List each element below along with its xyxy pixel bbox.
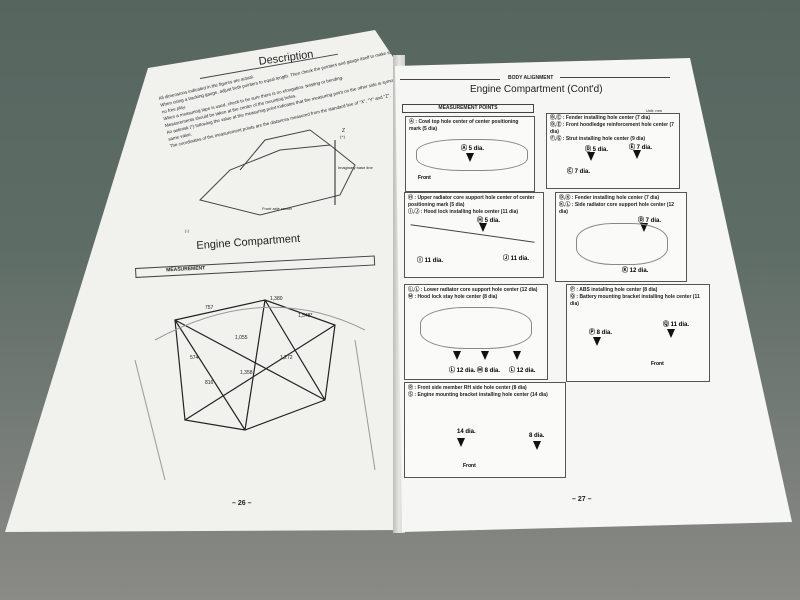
measurement-panel: Ⓛ,Ⓛ : Lower radiator core support hole c… [404, 284, 548, 380]
point-label: Ⓒ 7 dia. [567, 169, 591, 175]
arrow-icon [593, 337, 601, 346]
arrow-icon [667, 329, 675, 338]
car-body-diagram [199, 129, 356, 216]
arrow-icon [513, 351, 521, 360]
axis-label: Z [342, 128, 346, 134]
diagram-label: Front axle center [262, 206, 293, 211]
measurement-panel: Ⓓ,Ⓚ : Fender installing hole center (7 d… [555, 192, 687, 282]
arrow-icon [453, 351, 461, 360]
point-label: Ⓛ 12 dia. [509, 368, 536, 374]
panel-captions: Ⓡ : Front side member RH side hole cente… [405, 383, 565, 401]
point-label: Ⓐ 5 dia. [461, 146, 485, 152]
dimension: 757 [205, 305, 214, 311]
header-rule [560, 77, 670, 78]
measurement-panel: Ⓗ : Upper radiator core support hole cen… [404, 192, 544, 278]
panel-captions: Ⓑ,Ⓒ : Fender installing hole center (7 d… [547, 114, 679, 144]
arrow-icon [633, 150, 641, 159]
dimension: 1,380 [270, 296, 283, 302]
arrow-icon [533, 441, 541, 450]
front-label: Front [418, 175, 431, 181]
front-label: Front [651, 361, 664, 367]
panel-caption: Ⓕ,Ⓖ : Strut installing hole center (9 di… [550, 136, 646, 142]
dimension: 574 [190, 355, 199, 361]
measurement-header: MEASUREMENT [135, 255, 376, 278]
part-sketch [420, 307, 532, 349]
dimension: 816 [205, 380, 214, 386]
diagram-label: Imaginary base line [338, 165, 373, 170]
panel-captions: Ⓟ : ABS installing hole center (8 dia)Ⓠ … [567, 285, 709, 310]
page-title: Engine Compartment (Cont'd) [470, 84, 603, 95]
arrow-icon [479, 223, 487, 232]
panel-captions: Ⓗ : Upper radiator core support hole cen… [405, 193, 543, 218]
unit-label: Unit: mm [646, 108, 662, 113]
measurement-header: MEASUREMENT POINTS [402, 104, 534, 113]
panel-captions: Ⓛ,Ⓛ : Lower radiator core support hole c… [405, 285, 547, 303]
point-label: Ⓔ 7 dia. [629, 145, 653, 151]
point-label: Ⓗ 5 dia. [477, 218, 501, 224]
panel-caption: Ⓓ,Ⓔ : Front hoodledge reinforcement hole… [550, 122, 674, 135]
point-label: Ⓠ 11 dia. [663, 322, 690, 328]
panel-caption: Ⓑ,Ⓒ : Fender installing hole center (7 d… [550, 115, 651, 121]
engine-compartment-diagram [134, 299, 376, 480]
page-header: BODY ALIGNMENT [508, 75, 554, 81]
point-label: 14 dia. [457, 429, 476, 435]
measurement-panel: Ⓐ : Cowl top hole center of center posit… [405, 116, 535, 192]
panel-captions: Ⓓ,Ⓚ : Fender installing hole center (7 d… [556, 193, 686, 218]
measurement-panel: Ⓑ,Ⓒ : Fender installing hole center (7 d… [546, 113, 680, 189]
section-title: Engine Compartment [196, 232, 301, 252]
panel-caption: Ⓚ,Ⓛ : Side radiator core support hole ce… [559, 202, 675, 215]
point-label: Ⓚ 12 dia. [622, 268, 649, 274]
dimension: 1,055 [235, 335, 248, 341]
dimension: 1,358 [240, 370, 253, 376]
axis-label: (+) [340, 134, 345, 139]
point-label: Ⓛ 12 dia. [449, 368, 476, 374]
point-label: Ⓘ 11 dia. [417, 258, 444, 264]
measurement-panel: Ⓟ : ABS installing hole center (8 dia)Ⓠ … [566, 284, 710, 382]
panel-caption: Ⓘ,Ⓙ : Hood lock installing hole center (… [408, 209, 519, 215]
panel-caption: Ⓐ : Cowl top hole center of center posit… [409, 119, 519, 132]
panel-caption: Ⓡ : Front side member RH side hole cente… [408, 385, 527, 391]
dimension: 1,272 [280, 355, 293, 361]
part-sketch [410, 224, 535, 243]
arrow-icon [466, 153, 474, 162]
part-sketch [576, 223, 668, 265]
page-number: – 27 – [572, 496, 592, 503]
header-rule [400, 79, 500, 80]
page-number: – 26 – [232, 500, 252, 507]
arrow-icon [457, 438, 465, 447]
measurement-panel: Ⓡ : Front side member RH side hole cente… [404, 382, 566, 478]
panel-caption: Ⓓ,Ⓚ : Fender installing hole center (7 d… [559, 195, 660, 201]
panel-caption: Ⓗ : Upper radiator core support hole cen… [408, 195, 535, 208]
point-label: Ⓙ 11 dia. [503, 256, 530, 262]
point-label: Ⓓ 7 dia. [638, 218, 662, 224]
panel-caption: Ⓛ,Ⓛ : Lower radiator core support hole c… [408, 287, 538, 293]
point-label: 8 dia. [529, 433, 545, 439]
point-label: Ⓓ 5 dia. [585, 147, 609, 153]
dimension: 1,548* [298, 313, 313, 319]
point-label: Ⓜ 8 dia. [477, 368, 501, 374]
arrow-icon [587, 152, 595, 161]
panel-caption: Ⓢ : Engine mounting bracket installing h… [408, 392, 548, 398]
axis-label: (-) [185, 228, 189, 233]
part-sketch [416, 139, 528, 171]
panel-caption: Ⓜ : Hood lock stay hole center (8 dia) [408, 294, 498, 300]
arrow-icon [481, 351, 489, 360]
front-label: Front [463, 463, 476, 469]
point-label: Ⓟ 8 dia. [589, 330, 613, 336]
panel-caption: Ⓟ : ABS installing hole center (8 dia) [570, 287, 658, 293]
panel-caption: Ⓠ : Battery mounting bracket installing … [570, 294, 700, 307]
